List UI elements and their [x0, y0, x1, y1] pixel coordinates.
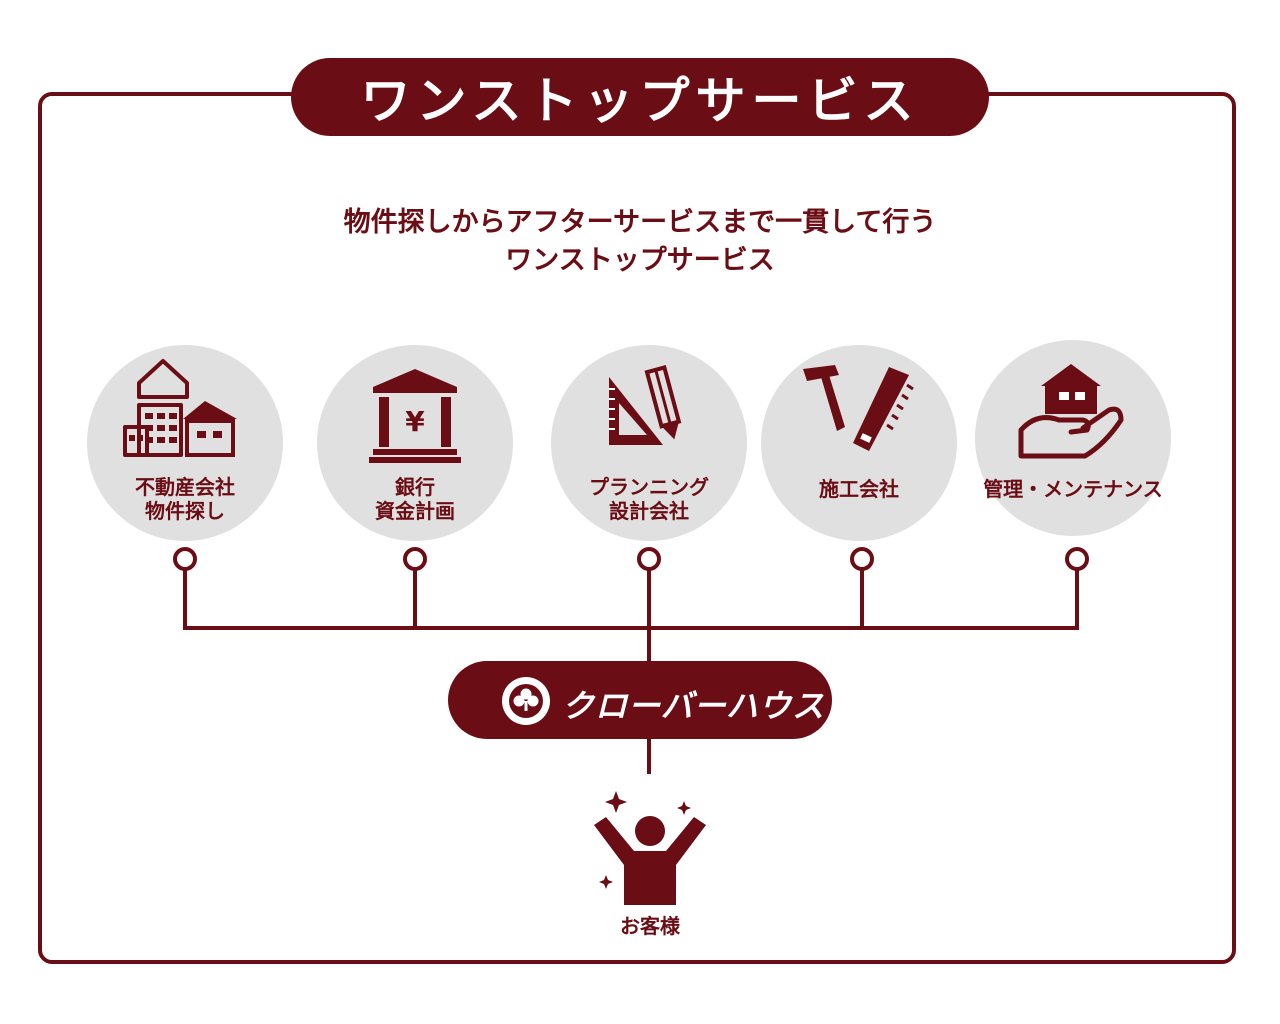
service-planning: プランニング 設計会社 — [551, 345, 747, 541]
connector-node — [403, 547, 427, 571]
connector-node — [637, 547, 661, 571]
connector-node — [173, 547, 197, 571]
service-label-line-1: 不動産会社 — [135, 475, 235, 499]
service-label-line-1: 管理・メンテナンス — [983, 477, 1163, 501]
bank-icon: ¥ — [369, 369, 461, 463]
subtitle-line-1: 物件探しからアフターサービスまで一貫して行う — [343, 207, 937, 238]
connector-node — [850, 547, 874, 571]
title-banner: ワンストップサービス — [291, 58, 989, 136]
service-management: 管理・メンテナンス — [975, 340, 1171, 536]
subtitle: 物件探しからアフターサービスまで一貫して行う ワンストップサービス — [0, 204, 1280, 280]
service-label-line-1: 施工会社 — [819, 477, 899, 501]
service-label-line-1: プランニング — [589, 475, 709, 499]
service-label-line-2: 物件探し — [145, 499, 225, 523]
customer-label: お客様 — [620, 914, 680, 938]
service-construction: 施工会社 — [761, 345, 957, 541]
house-in-hand-icon — [1018, 364, 1124, 459]
real-estate-icon — [123, 359, 237, 457]
clover-logo-icon — [502, 677, 550, 725]
service-label-line-2: 設計会社 — [609, 499, 689, 523]
brand-banner: クローバーハウス — [448, 661, 832, 739]
connector-node — [1065, 547, 1089, 571]
svg-text:¥: ¥ — [405, 405, 425, 438]
subtitle-line-2: ワンストップサービス — [505, 245, 775, 276]
drafting-tools-icon — [609, 365, 682, 445]
cheering-person-icon — [594, 791, 706, 905]
hammer-saw-icon — [803, 365, 914, 451]
service-real-estate: 不動産会社 物件探し — [87, 345, 283, 541]
page-title: ワンストップサービス — [360, 72, 920, 130]
service-label-line-2: 資金計画 — [375, 499, 455, 523]
brand-name: クローバーハウス — [562, 687, 826, 725]
service-label-line-1: 銀行 — [395, 475, 435, 499]
service-bank: ¥ 銀行 資金計画 — [317, 345, 513, 541]
